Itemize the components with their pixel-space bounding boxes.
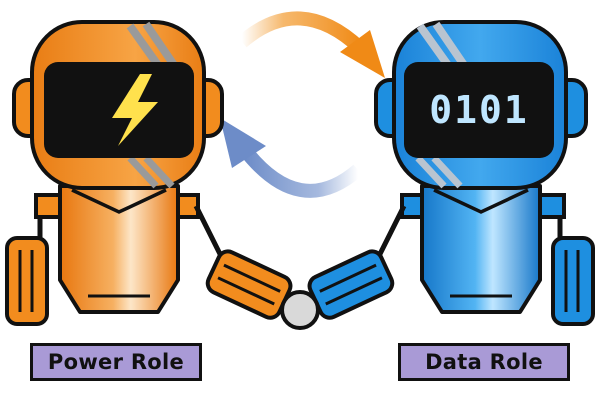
data-screen-text: 0101 [429, 88, 529, 132]
swap-arrow-orange [237, 11, 385, 78]
power-robot-body [34, 184, 200, 314]
data-robot-body [400, 184, 566, 314]
data-robot-head: 0101 [374, 20, 588, 190]
handshake-joint [280, 290, 320, 330]
data-role-label: Data Role [398, 343, 570, 381]
power-robot-left-arm [5, 205, 49, 326]
power-robot [5, 20, 293, 326]
power-robot-head [12, 20, 224, 190]
swap-arrow-blue [220, 118, 363, 198]
power-robot-right-arm [193, 204, 293, 320]
data-robot-left-arm [307, 204, 407, 320]
data-robot-right-arm [551, 205, 595, 326]
power-role-label: Power Role [30, 343, 202, 381]
lightning-bolt-icon [112, 74, 158, 146]
data-robot: 0101 [307, 20, 595, 326]
